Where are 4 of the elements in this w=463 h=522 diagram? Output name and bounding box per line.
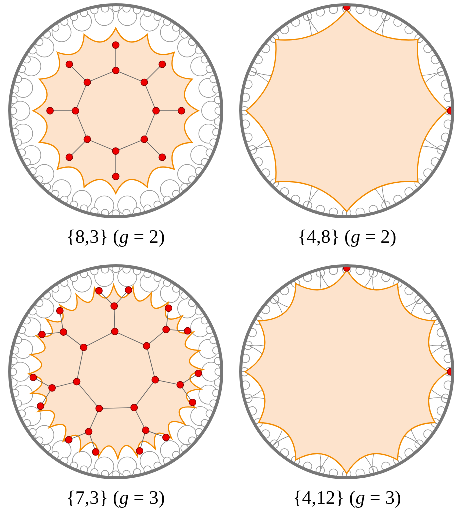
tiling-caption: {8,3} (g = 2) xyxy=(66,226,166,250)
tiling-caption: {7,3} (g = 3) xyxy=(66,487,166,511)
tiling-caption: {4,8} (g = 2) xyxy=(298,226,397,250)
tiling-caption: {4,12} (g = 3) xyxy=(293,487,402,511)
